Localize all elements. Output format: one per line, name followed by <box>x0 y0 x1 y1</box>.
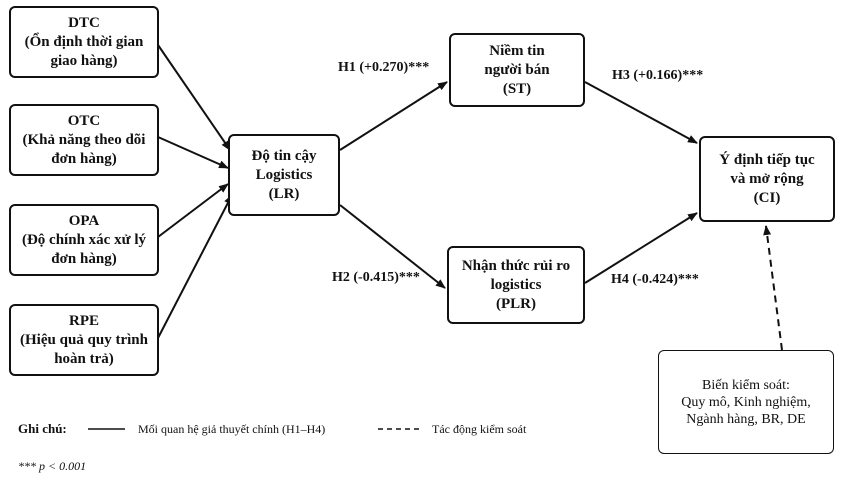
plr-line1: Nhận thức rủi ro <box>461 257 571 274</box>
h1-label: H1 (+0.270)*** <box>338 60 430 75</box>
control-variables-box: Biến kiểm soát: Quy mô, Kinh nghiệm, Ngà… <box>658 350 834 454</box>
plr-box: Nhận thức rủi ro logistics (PLR) <box>447 246 585 324</box>
otc-line1: OTC <box>67 112 101 129</box>
arrow-h4 <box>584 212 698 284</box>
arrow-h1 <box>339 81 448 151</box>
arrow-opa-lr <box>157 183 229 238</box>
lr-box: Độ tin cậy Logistics (LR) <box>228 134 340 216</box>
significance-note: *** p < 0.001 <box>18 459 87 473</box>
control-line2: Quy mô, Kinh nghiệm, <box>681 394 811 410</box>
st-line2: người bán <box>484 61 550 78</box>
otc-box: OTC (Khả năng theo dõi đơn hàng) <box>9 104 159 176</box>
arrow-otc-lr <box>157 136 229 169</box>
ci-line1: Ý định tiếp tục <box>719 151 815 168</box>
dtc-line2: (Ổn định thời gian <box>24 33 144 50</box>
control-line3: Ngành hàng, BR, DE <box>686 411 806 427</box>
arrow-rpe-lr <box>157 194 233 339</box>
rpe-box: RPE (Hiệu quả quy trình hoàn trả) <box>9 304 159 376</box>
rpe-line3: hoàn trả) <box>54 350 114 367</box>
ci-line3: (CI) <box>753 189 781 206</box>
control-line1: Biến kiểm soát: <box>702 377 790 393</box>
otc-line3: đơn hàng) <box>51 150 117 167</box>
st-line3: (ST) <box>502 80 532 97</box>
h3-label: H3 (+0.166)*** <box>612 68 704 83</box>
lr-line2: Logistics <box>255 166 313 183</box>
arrow-h3 <box>584 81 698 144</box>
otc-line2: (Khả năng theo dõi <box>22 131 146 148</box>
opa-line3: đơn hàng) <box>51 250 117 267</box>
h4-label: H4 (-0.424)*** <box>611 272 699 287</box>
lr-line3: (LR) <box>268 185 300 202</box>
opa-box: OPA (Độ chính xác xử lý đơn hàng) <box>9 204 159 276</box>
legend-dashed-label: Tác động kiểm soát <box>432 422 527 436</box>
lr-line1: Độ tin cậy <box>251 147 317 164</box>
dtc-line1: DTC <box>68 14 100 31</box>
h2-label: H2 (-0.415)*** <box>332 270 420 285</box>
opa-line1: OPA <box>68 212 100 229</box>
ci-line2: và mở rộng <box>730 170 804 187</box>
rpe-line2: (Hiệu quả quy trình <box>20 331 148 348</box>
ci-box: Ý định tiếp tục và mở rộng (CI) <box>699 136 835 222</box>
plr-line3: (PLR) <box>496 295 536 312</box>
arrow-dtc-lr <box>157 44 231 151</box>
st-line1: Niềm tin <box>489 42 545 59</box>
dtc-box: DTC (Ổn định thời gian giao hàng) <box>9 6 159 78</box>
legend-title: Ghi chú: <box>18 421 67 436</box>
rpe-line1: RPE <box>69 312 99 329</box>
arrow-control-ci <box>763 225 783 351</box>
plr-line2: logistics <box>490 276 542 293</box>
arrow-h2 <box>339 204 446 289</box>
dtc-line3: giao hàng) <box>50 52 118 69</box>
legend-solid-label: Mối quan hệ giả thuyết chính (H1–H4) <box>138 422 326 436</box>
st-box: Niềm tin người bán (ST) <box>449 33 585 107</box>
opa-line2: (Độ chính xác xử lý <box>21 231 146 248</box>
